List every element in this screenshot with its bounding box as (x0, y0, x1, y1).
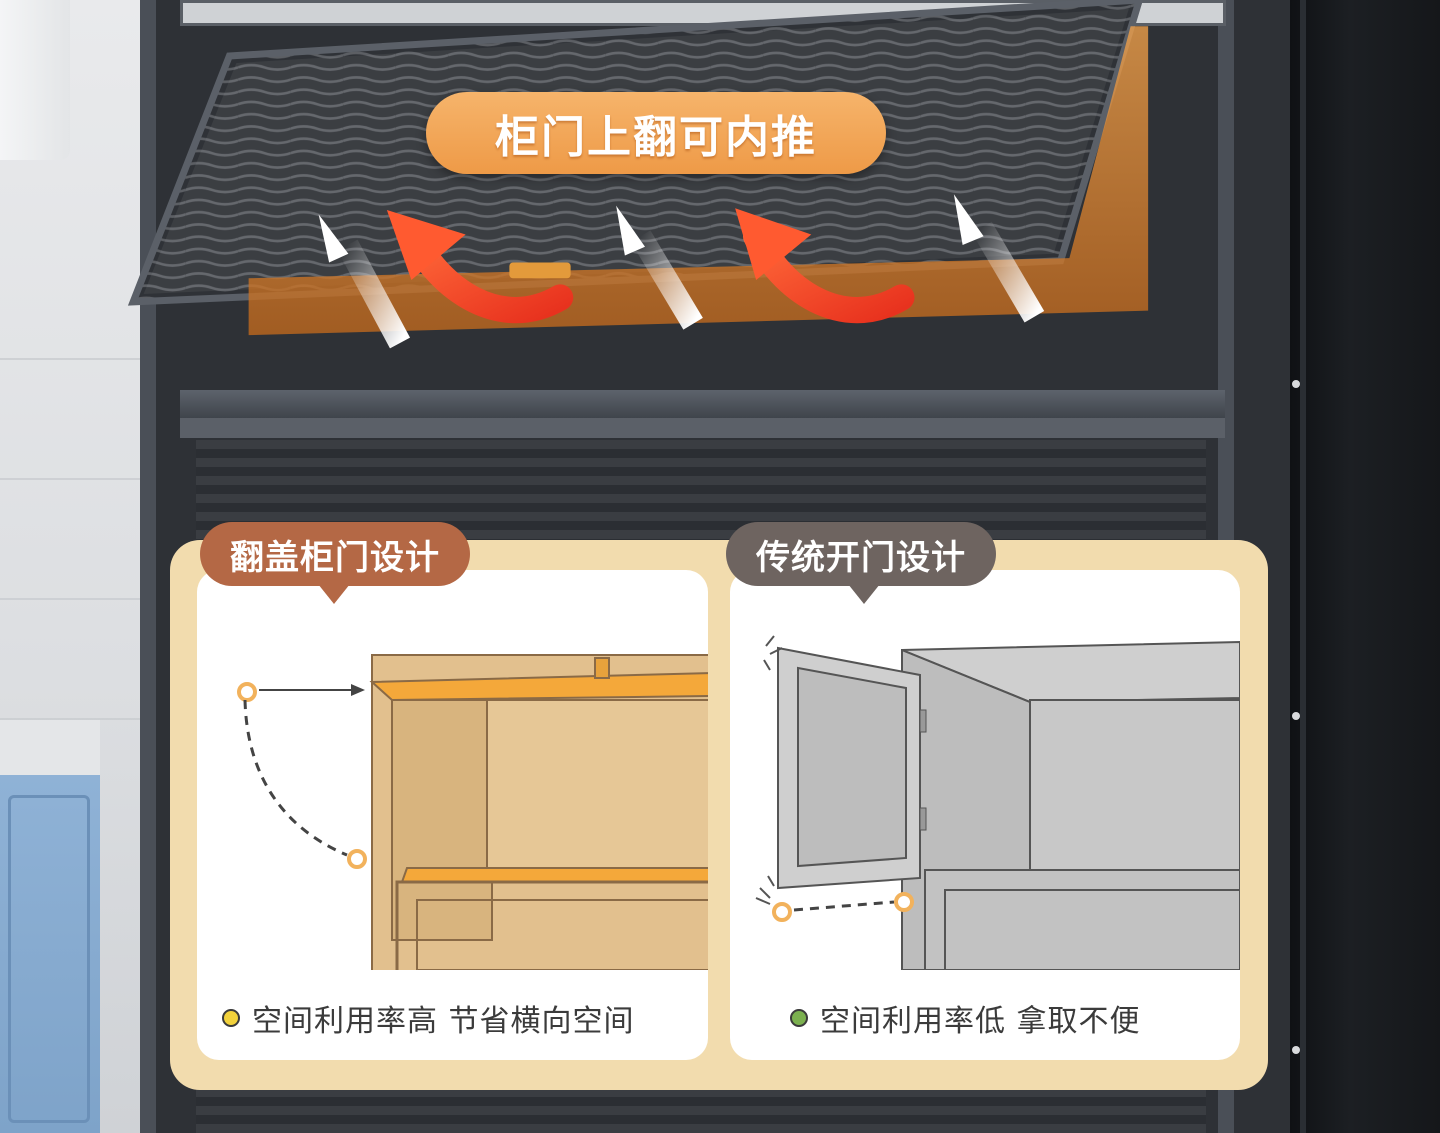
traditional-door-tag-label: 传统开门设计 (756, 537, 966, 578)
flip-door-tag-pointer (318, 584, 350, 604)
traditional-door-caption-text: 空间利用率低 拿取不便 (820, 1004, 1141, 1039)
curved-arrow-icon (735, 208, 915, 324)
dot-icon (222, 1009, 240, 1027)
flip-door-illustration (237, 654, 708, 970)
flip-door-tag: 翻盖柜门设计 (200, 522, 470, 586)
flip-up-door (127, 0, 1149, 349)
side-screw (1292, 712, 1300, 720)
traditional-door-tag: 传统开门设计 (726, 522, 996, 586)
traditional-door-card (730, 570, 1240, 1060)
headline-text: 柜门上翻可内推 (495, 112, 817, 163)
flip-door-caption-text: 空间利用率高 节省横向空间 (252, 1004, 635, 1039)
traditional-door-caption: 空间利用率低 拿取不便 (790, 996, 1141, 1040)
headline-pill: 柜门上翻可内推 (426, 92, 886, 174)
countertop (0, 720, 100, 783)
blue-cabinet (0, 775, 100, 1133)
up-arrow-icon (616, 205, 703, 330)
flip-door-tag-label: 翻盖柜门设计 (230, 537, 440, 578)
traditional-door-illustration (755, 635, 1240, 970)
curved-arrow-icon (386, 210, 574, 324)
side-screw (1292, 380, 1300, 388)
up-arrow-icon (953, 194, 1045, 323)
flip-door-card (197, 570, 708, 1060)
wall-tiles (0, 240, 150, 740)
cabinet-shelf (180, 390, 1225, 418)
side-screw (1292, 1046, 1300, 1054)
traditional-door-tag-pointer (848, 584, 880, 604)
wall-fixture (0, 0, 70, 160)
side-panel (1290, 0, 1440, 1133)
flip-door-caption: 空间利用率高 节省横向空间 (222, 996, 635, 1040)
dot-icon (790, 1009, 808, 1027)
side-panel-edge (1300, 0, 1306, 1133)
cabinet-rail (180, 418, 1225, 438)
up-arrow-icon (318, 214, 411, 349)
